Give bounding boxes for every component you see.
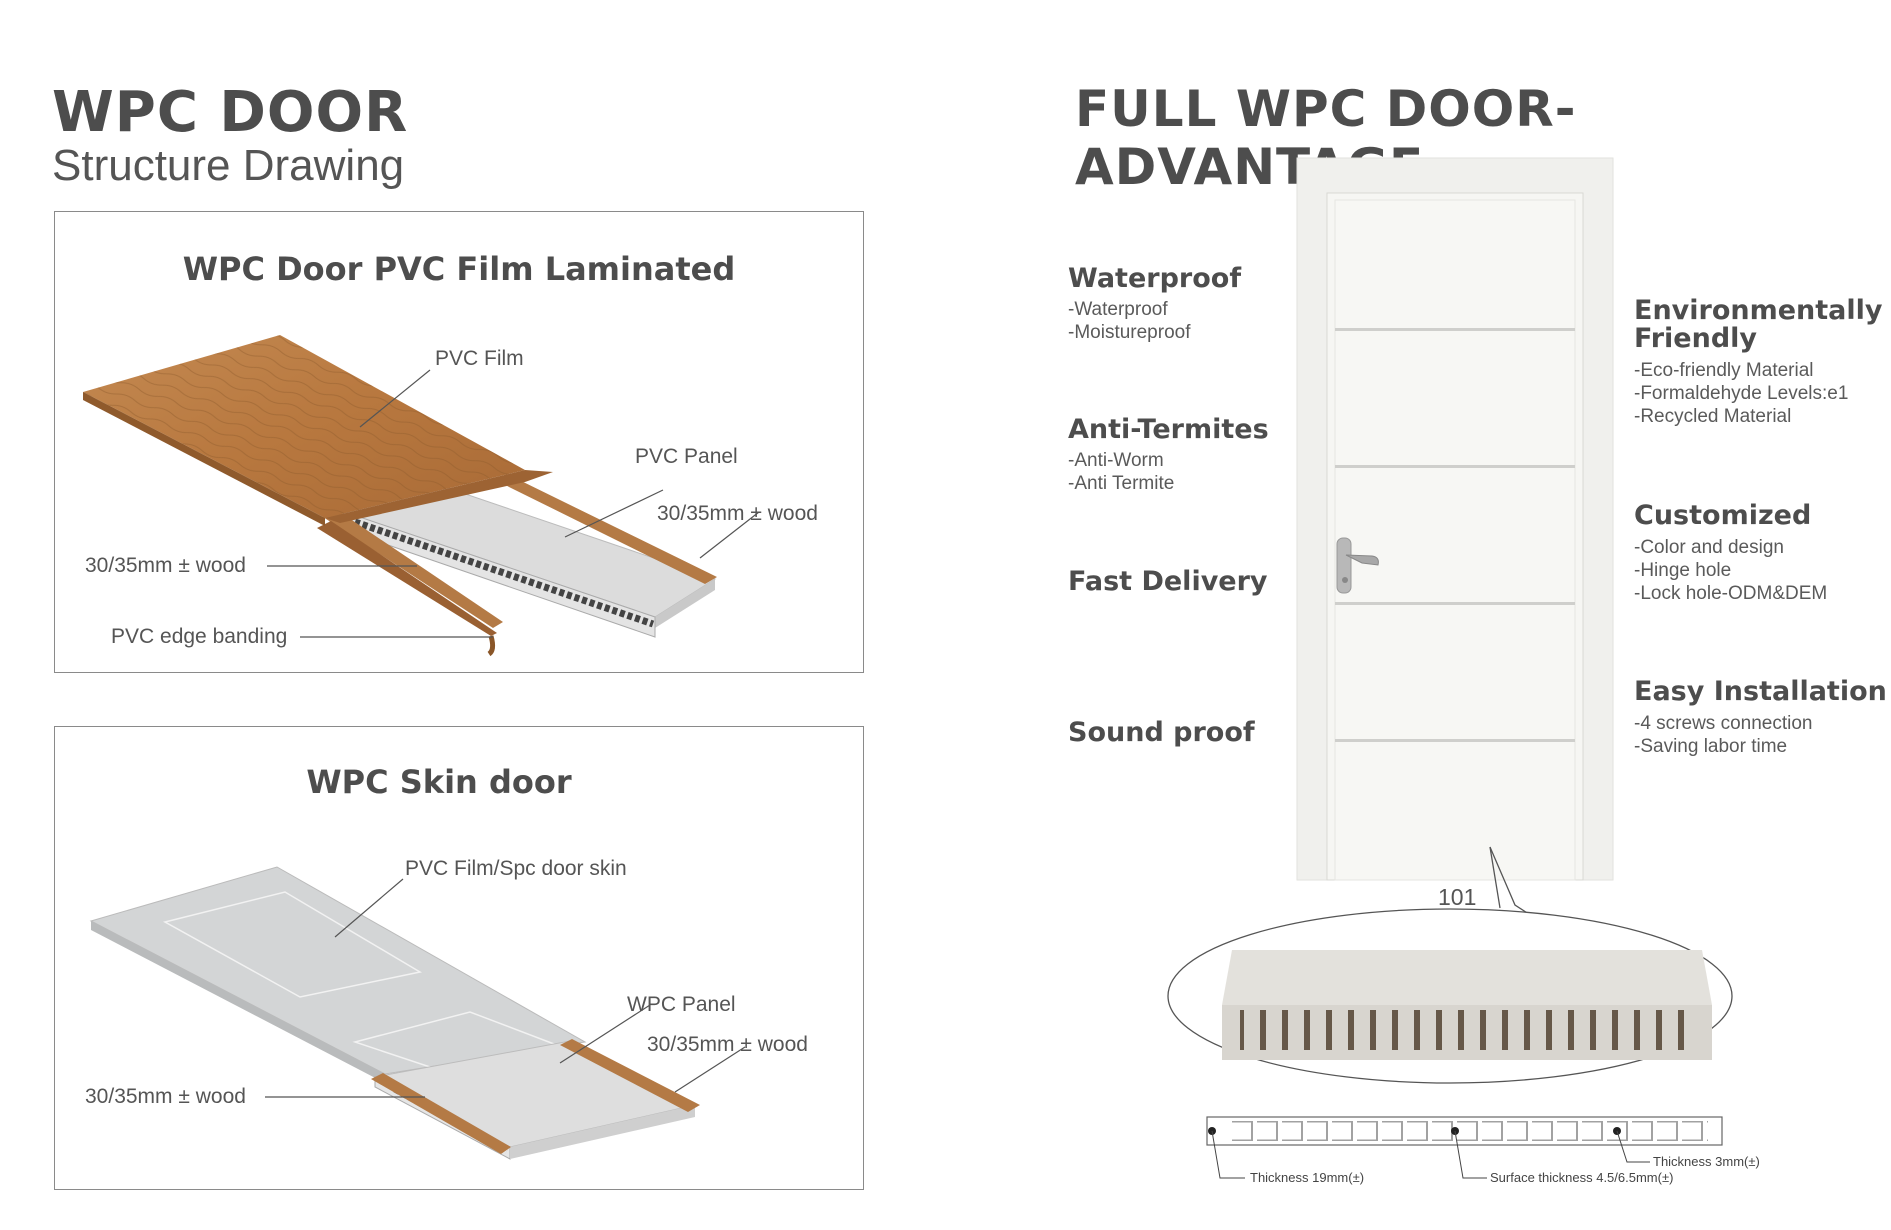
label-pvc-panel: PVC Panel (635, 445, 738, 468)
feature-environment-list: -Eco-friendly Material -Formaldehyde Lev… (1634, 359, 1848, 428)
edge-banding (317, 521, 497, 636)
feature-anti-termites-heading: Anti-Termites (1068, 414, 1269, 445)
page-title-left: WPC DOOR (52, 80, 409, 145)
skin-wood-right (560, 1039, 700, 1112)
skin-illustration (89, 866, 746, 1160)
feature-item: -Formaldehyde Levels:e1 (1634, 383, 1849, 404)
label-door-skin: PVC Film/Spc door skin (405, 857, 627, 880)
profile-section (1222, 950, 1712, 1060)
feature-waterproof-heading: Waterproof (1068, 263, 1242, 294)
core-panel-side (655, 579, 715, 628)
pvc-film-edge (83, 392, 325, 526)
label-wood-right: 30/35mm ± wood (657, 502, 818, 525)
skin-diagram-box: WPC Skin door PVC Film/Spc door skin WPC… (54, 726, 864, 1190)
model-number: 101 (1438, 884, 1477, 910)
feature-item: -Anti Termite (1068, 473, 1175, 494)
label-wpc-panel: WPC Panel (627, 993, 736, 1016)
feature-item: -Moistureproof (1068, 322, 1191, 343)
feature-item: -Lock hole-ODM&DEM (1634, 583, 1828, 604)
skin-sheet (89, 866, 587, 1075)
label-edge-banding: PVC edge banding (111, 625, 288, 648)
laminated-illustration (83, 335, 760, 657)
label-surface-thickness: Surface thickness 4.5/6.5mm(±) (1490, 1170, 1674, 1185)
label-pvc-film: PVC Film (435, 347, 524, 370)
feature-item: -4 screws connection (1634, 713, 1813, 734)
feature-item: -Eco-friendly Material (1634, 360, 1814, 381)
feature-customized-list: -Color and design -Hinge hole -Lock hole… (1634, 536, 1827, 605)
feature-installation-list: -4 screws connection -Saving labor time (1634, 712, 1812, 758)
feature-item: -Color and design (1634, 537, 1784, 558)
feature-environment-heading: Environmentally Friendly (1634, 297, 1883, 353)
skin-sheet-edge (91, 921, 385, 1083)
page-subtitle-left: Structure Drawing (52, 141, 405, 190)
label-skin-wood-right: 30/35mm ± wood (647, 1033, 808, 1056)
label-thickness-19: Thickness 19mm(±) (1250, 1170, 1365, 1185)
feature-item: -Anti-Worm (1068, 450, 1164, 471)
feature-customized-heading: Customized (1634, 500, 1812, 531)
feature-item: -Hinge hole (1634, 560, 1732, 581)
feature-environment-heading-line2: Friendly (1634, 323, 1758, 354)
edge-banding-curl (487, 635, 496, 657)
skin-panel-outline-1 (162, 891, 423, 998)
feature-waterproof-list: -Waterproof -Moistureproof (1068, 298, 1191, 344)
feature-item: -Recycled Material (1634, 406, 1792, 427)
label-wood-left: 30/35mm ± wood (85, 554, 246, 577)
page-title-right: FULL WPC DOOR-ADVANTAGE (1075, 80, 1577, 196)
feature-sound-proof-heading: Sound proof (1068, 717, 1255, 748)
wood-strip-left (323, 510, 503, 628)
door-grooves (1335, 328, 1575, 742)
feature-environment-heading-line1: Environmentally (1634, 295, 1883, 326)
laminated-diagram-box: WPC Door PVC Film Laminated (54, 211, 864, 673)
door-frame (1296, 157, 1614, 881)
feature-installation-heading: Easy Installation (1634, 676, 1887, 707)
door-handle-icon (1336, 537, 1379, 594)
profile-cross-section (1206, 1116, 1723, 1179)
laminated-title: WPC Door PVC Film Laminated (182, 250, 736, 288)
label-skin-wood-left: 30/35mm ± wood (85, 1085, 246, 1108)
door-leaf (1326, 192, 1584, 881)
feature-anti-termites-list: -Anti-Worm -Anti Termite (1068, 449, 1174, 495)
label-thickness-3: Thickness 3mm(±) (1653, 1154, 1760, 1169)
profile-callout-ellipse (1167, 908, 1733, 1084)
skin-title: WPC Skin door (306, 763, 572, 801)
feature-fast-delivery-heading: Fast Delivery (1068, 566, 1268, 597)
skin-wood-left (371, 1073, 511, 1154)
feature-item: -Saving labor time (1634, 736, 1788, 757)
wood-strip-right (495, 474, 717, 584)
honeycomb-holes (353, 518, 655, 628)
feature-item: -Waterproof (1068, 299, 1168, 320)
